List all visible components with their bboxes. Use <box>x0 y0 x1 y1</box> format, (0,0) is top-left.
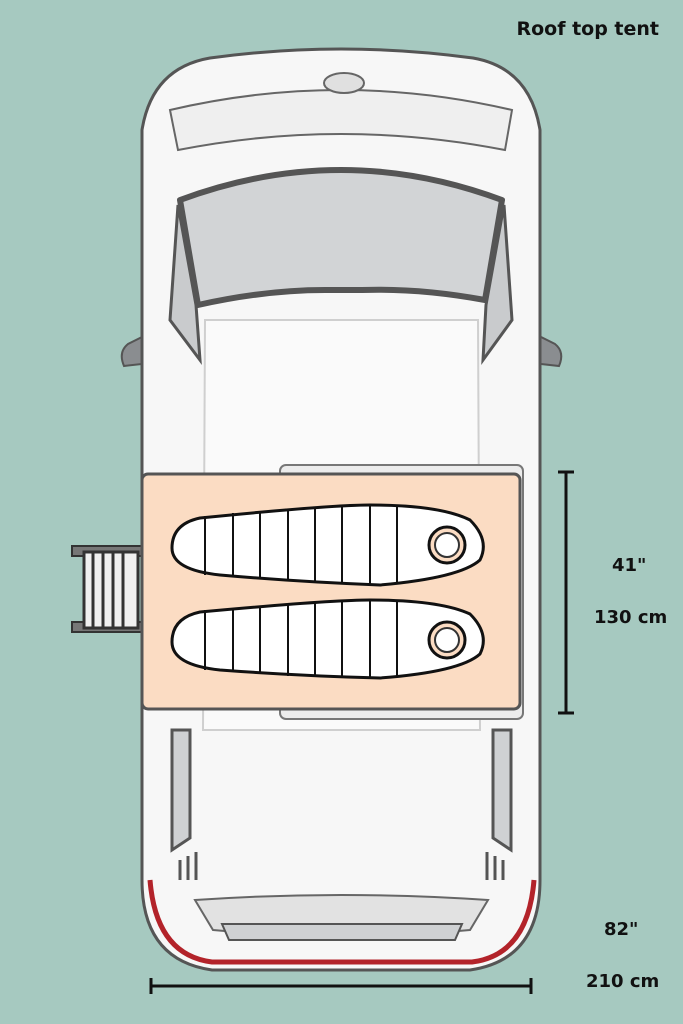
right-rear-vents <box>485 852 505 880</box>
width-inches-label: 82" <box>604 919 639 940</box>
right-side-window <box>481 204 514 366</box>
hood <box>168 89 514 152</box>
height-dimension-line <box>558 470 574 715</box>
left-rear-window <box>170 728 192 853</box>
left-side-window <box>168 204 202 365</box>
diagram-title: Roof top tent <box>516 18 659 40</box>
height-inches-label: 41" <box>612 555 647 576</box>
sleeping-bag-icon <box>170 503 485 587</box>
width-cm-label: 210 cm <box>586 971 660 992</box>
height-cm-label: 130 cm <box>594 607 668 628</box>
tail-light <box>147 879 537 965</box>
tailgate-bar <box>220 923 464 941</box>
left-rear-vents <box>178 852 198 880</box>
hood-emblem <box>323 72 365 94</box>
sleeping-bag-icon <box>170 598 485 680</box>
ladder-icon <box>71 545 143 633</box>
right-rear-window <box>491 728 513 853</box>
windshield <box>177 167 505 308</box>
width-dimension-line <box>149 978 533 994</box>
